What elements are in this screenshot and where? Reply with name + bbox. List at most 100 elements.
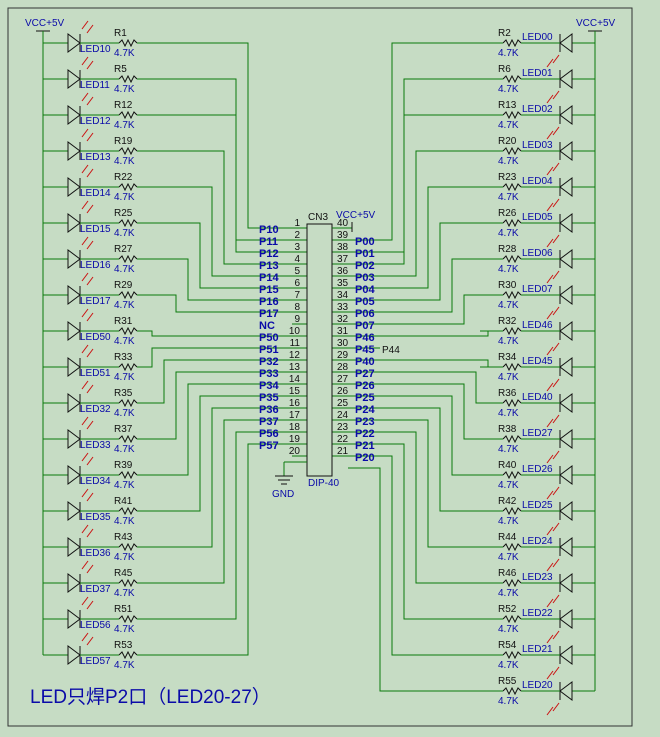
pin-name: P00 — [355, 236, 375, 248]
led-label: LED10 — [80, 44, 111, 55]
led-label: LED37 — [80, 584, 111, 595]
led-arrow-icon — [86, 132, 94, 142]
resistor-ref: R31 — [114, 316, 133, 327]
resistor-ref: R35 — [114, 388, 133, 399]
resistor-icon — [118, 74, 138, 84]
resistor-value: 4.7K — [498, 192, 519, 203]
led-arrow-icon — [86, 600, 94, 610]
pin-number: 18 — [289, 422, 301, 433]
led-arrow-icon — [552, 234, 560, 244]
led-label: LED02 — [522, 104, 553, 115]
led-label: LED13 — [80, 152, 111, 163]
resistor-value: 4.7K — [114, 336, 135, 347]
pin-name: P03 — [355, 272, 375, 284]
led-arrow-icon — [552, 594, 560, 604]
led-arrow-icon — [86, 420, 94, 430]
pin-name: P32 — [259, 356, 279, 368]
pin-number: 19 — [289, 434, 301, 445]
led-arrow-icon — [546, 526, 554, 536]
pin-number: 3 — [294, 242, 300, 253]
resistor-value: 4.7K — [498, 156, 519, 167]
led-label: LED46 — [522, 320, 553, 331]
led-diode-icon — [67, 177, 81, 197]
resistor-icon — [502, 614, 522, 624]
pin-name: P21 — [355, 440, 375, 452]
resistor-icon — [502, 218, 522, 228]
pin-name: P25 — [355, 392, 375, 404]
pin-name: P17 — [259, 308, 279, 320]
resistor-icon — [502, 290, 522, 300]
net-wire-left — [137, 395, 292, 512]
resistor-ref: R46 — [498, 568, 517, 579]
resistor-icon — [118, 110, 138, 120]
resistor-ref: R51 — [114, 604, 133, 615]
pin-name: P14 — [259, 272, 279, 284]
led-diode-icon — [67, 321, 81, 341]
led-arrow-icon — [546, 634, 554, 644]
resistor-value: 4.7K — [498, 228, 519, 239]
led-arrow-icon — [552, 450, 560, 460]
led-label: LED32 — [80, 404, 111, 415]
net-wire-left — [137, 150, 292, 265]
led-label: LED14 — [80, 188, 111, 199]
pin-number: 38 — [337, 242, 349, 253]
pin-name: P22 — [355, 428, 375, 440]
resistor-value: 4.7K — [498, 696, 519, 707]
resistor-value: 4.7K — [498, 48, 519, 59]
led-arrow-icon — [546, 238, 554, 248]
connector-pin-left: 9NC — [259, 314, 307, 332]
pin-number: 27 — [337, 374, 349, 385]
pin-number: 25 — [337, 398, 349, 409]
led-diode-icon — [67, 213, 81, 233]
led-diode-icon — [559, 609, 573, 629]
net-wire-right — [348, 467, 503, 692]
resistor-icon — [118, 218, 138, 228]
led-arrow-icon — [81, 416, 89, 426]
resistor-icon — [118, 146, 138, 156]
pin-name: P27 — [355, 368, 375, 380]
net-wire-left — [137, 407, 292, 548]
pin-number: 14 — [289, 374, 301, 385]
schematic-title: LED只焊P2口（LED20-27） — [30, 686, 271, 708]
pin-number: 36 — [337, 266, 349, 277]
resistor-ref: R34 — [498, 352, 517, 363]
led-arrow-icon — [86, 636, 94, 646]
resistor-ref: R1 — [114, 28, 127, 39]
resistor-ref: R32 — [498, 316, 517, 327]
led-label: LED50 — [80, 332, 111, 343]
pin-number: 31 — [337, 326, 349, 337]
pin-name: P04 — [355, 284, 375, 296]
resistor-value: 4.7K — [498, 624, 519, 635]
pin-number: 6 — [294, 278, 300, 289]
net-wire-left — [137, 42, 292, 229]
pin-number: 1 — [294, 218, 300, 229]
resistor-ref: R42 — [498, 496, 517, 507]
led-label: LED12 — [80, 116, 111, 127]
led-arrow-icon — [552, 414, 560, 424]
pin-name: P24 — [355, 404, 375, 416]
led-arrow-icon — [81, 128, 89, 138]
resistor-ref: R2 — [498, 28, 511, 39]
led-diode-icon — [67, 105, 81, 125]
